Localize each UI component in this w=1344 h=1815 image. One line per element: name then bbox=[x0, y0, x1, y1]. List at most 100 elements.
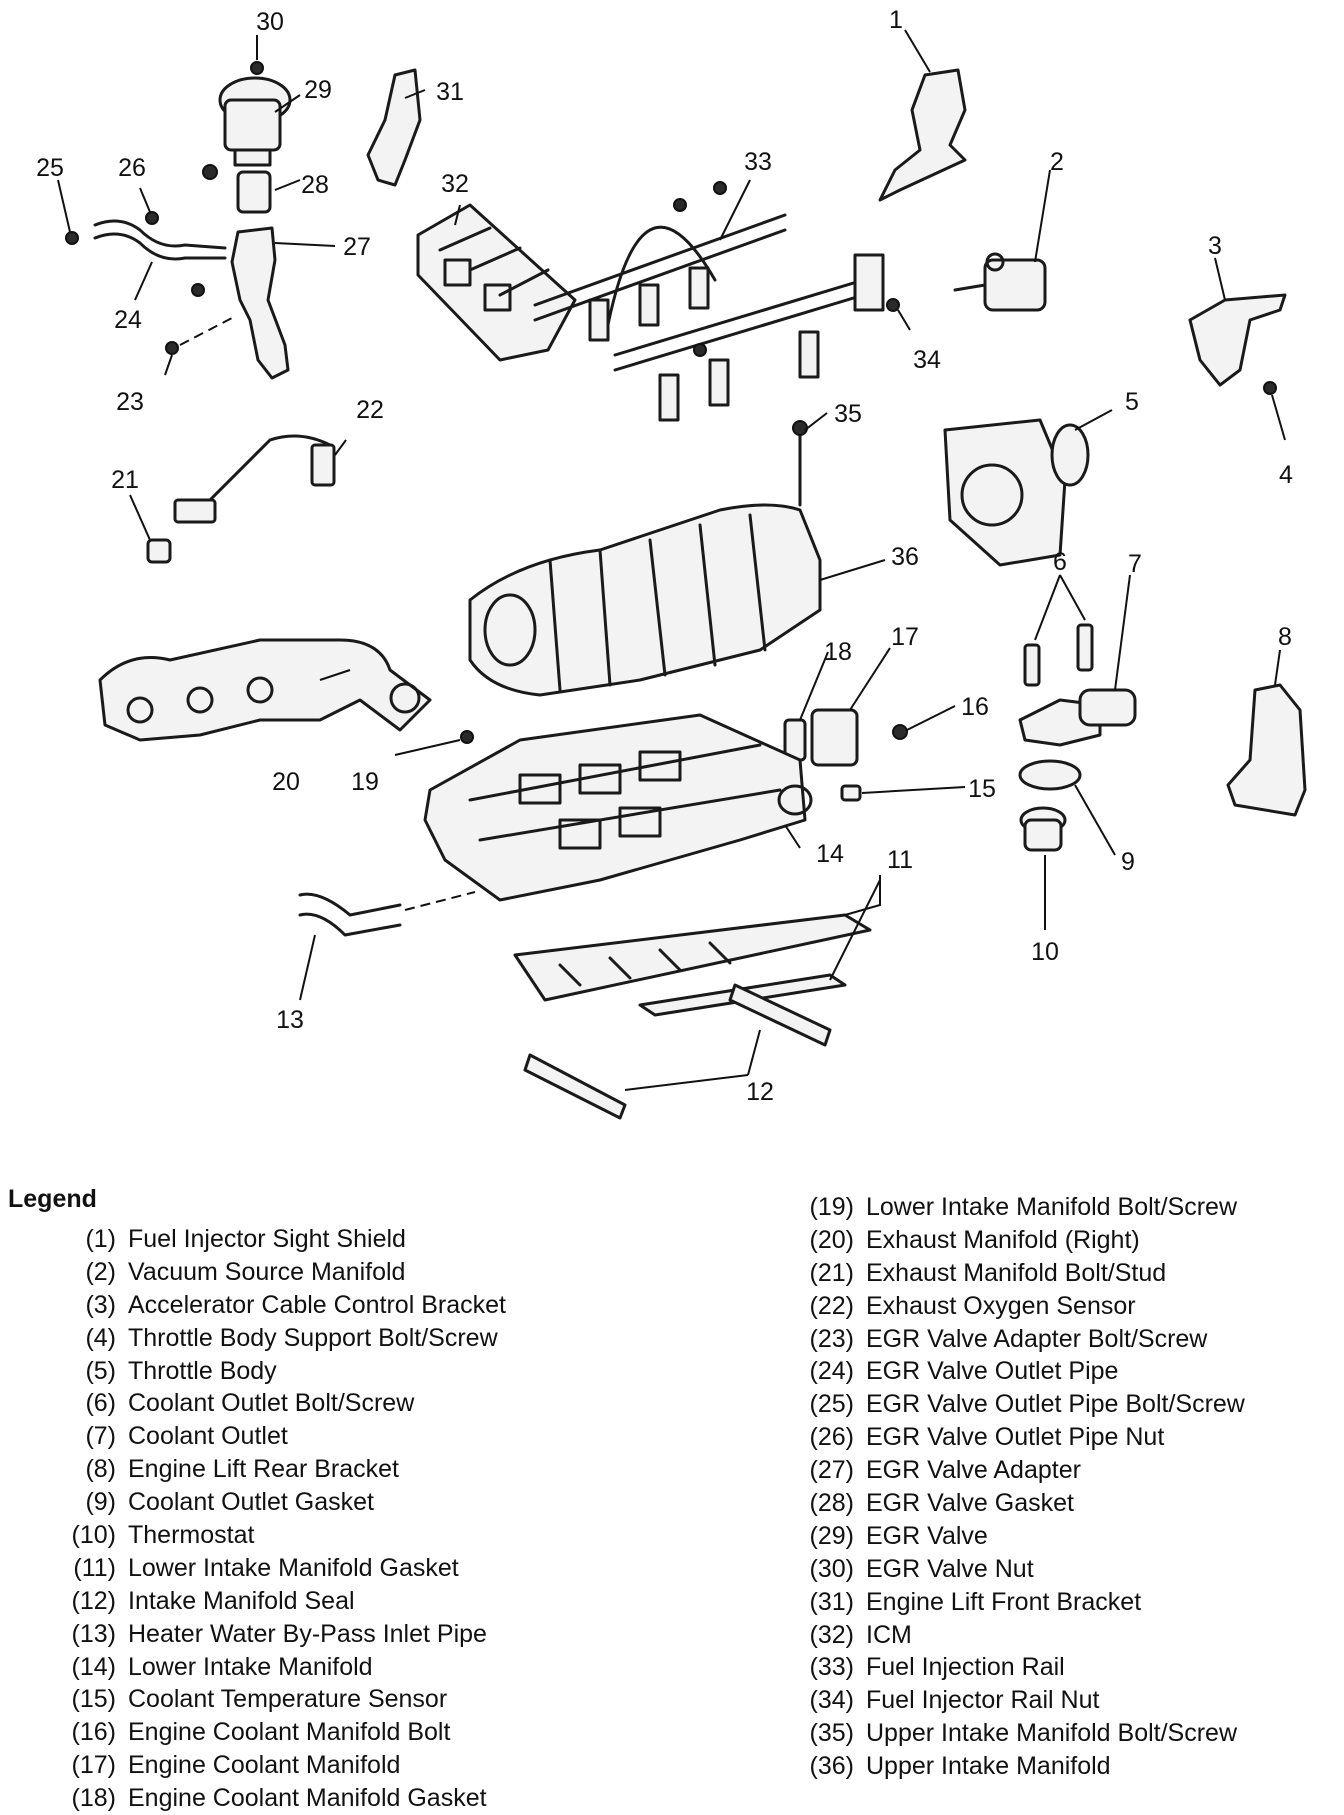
legend-item-number: (11) bbox=[73, 1553, 116, 1582]
legend-item-number: (25) bbox=[809, 1390, 854, 1419]
legend-item-number: (31) bbox=[809, 1587, 854, 1616]
legend-item-label: Lower Intake Manifold bbox=[128, 1652, 373, 1681]
part-egr-adapter-bolt-b bbox=[165, 341, 179, 355]
part-egr-pipe-nut bbox=[145, 211, 159, 225]
legend-item-label: EGR Valve Gasket bbox=[866, 1489, 1074, 1518]
legend-item-label: Upper Intake Manifold Bolt/Screw bbox=[866, 1719, 1238, 1748]
part-intake-manifold-seal-a bbox=[728, 983, 832, 1047]
part-egr-valve bbox=[218, 76, 292, 167]
callout-13: 13 bbox=[276, 1006, 304, 1034]
callout-27: 27 bbox=[343, 233, 371, 261]
legend-item-label: Vacuum Source Manifold bbox=[128, 1257, 406, 1286]
legend-item-number: (28) bbox=[809, 1489, 854, 1518]
legend-item-label: Fuel Injection Rail bbox=[866, 1653, 1065, 1682]
legend-item: (15)Coolant Temperature Sensor bbox=[46, 1683, 506, 1716]
part-fuel-injector-sight-shield bbox=[878, 68, 967, 202]
legend-item-number: (17) bbox=[71, 1751, 116, 1780]
callout-31: 31 bbox=[436, 78, 464, 106]
legend-item-number: (21) bbox=[809, 1258, 854, 1287]
legend-item-number: (20) bbox=[809, 1225, 854, 1254]
legend-item: (5)Throttle Body bbox=[46, 1355, 506, 1388]
legend-item-label: Engine Coolant Manifold Bolt bbox=[128, 1718, 451, 1747]
legend-item: (8)Engine Lift Rear Bracket bbox=[46, 1453, 506, 1486]
legend-item: (19)Lower Intake Manifold Bolt/Screw bbox=[784, 1191, 1245, 1224]
legend-item-number: (35) bbox=[809, 1719, 854, 1748]
part-coolant-outlet-bolt-b bbox=[1076, 623, 1094, 672]
legend-item-number: (23) bbox=[809, 1324, 854, 1353]
part-exhaust-oxygen-sensor bbox=[173, 434, 336, 524]
legend-item: (24)EGR Valve Outlet Pipe bbox=[784, 1355, 1245, 1388]
callout-18: 18 bbox=[824, 638, 852, 666]
part-vacuum-source-manifold bbox=[953, 252, 1047, 312]
legend-item: (17) Engine Coolant Manifold bbox=[46, 1749, 506, 1782]
legend-item-number: (10) bbox=[71, 1521, 116, 1550]
callout-22: 22 bbox=[356, 396, 384, 424]
legend-item-label: Exhaust Manifold Bolt/Stud bbox=[866, 1258, 1167, 1287]
callout-35: 35 bbox=[834, 400, 862, 428]
callout-20: 20 bbox=[272, 768, 300, 796]
legend-item: (4)Throttle Body Support Bolt/Screw bbox=[46, 1322, 506, 1355]
legend-title: Legend bbox=[8, 1185, 97, 1213]
legend-item: (26)EGR Valve Outlet Pipe Nut bbox=[784, 1421, 1245, 1454]
legend-item: (10)Thermostat bbox=[46, 1519, 506, 1552]
part-engine-coolant-manifold-bolt bbox=[892, 724, 908, 740]
legend-item-number: (16) bbox=[71, 1718, 116, 1747]
part-exhaust-manifold-bolt bbox=[146, 538, 172, 564]
legend-item-label: EGR Valve bbox=[866, 1521, 988, 1550]
legend-item: (1)Fuel Injector Sight Shield bbox=[46, 1223, 506, 1256]
callout-28: 28 bbox=[301, 171, 329, 199]
part-egr-valve-nut bbox=[250, 61, 264, 75]
legend-column-left: (1)Fuel Injector Sight Shield(2)Vacuum S… bbox=[46, 1223, 506, 1815]
part-exhaust-manifold bbox=[98, 638, 432, 742]
part-lower-intake-manifold bbox=[423, 713, 813, 902]
part-throttle-body-support-bolt bbox=[1263, 381, 1277, 395]
callout-33: 33 bbox=[744, 148, 772, 176]
legend-item: (30)EGR Valve Nut bbox=[784, 1553, 1245, 1586]
legend-item-label: Coolant Outlet Gasket bbox=[128, 1488, 374, 1517]
legend-column-right: (19)Lower Intake Manifold Bolt/Screw(20)… bbox=[784, 1191, 1245, 1783]
legend-item: (23)EGR Valve Adapter Bolt/Screw bbox=[784, 1323, 1245, 1356]
legend-item: (7) Coolant Outlet bbox=[46, 1420, 506, 1453]
legend-item-label: EGR Valve Adapter bbox=[866, 1456, 1081, 1485]
part-thermostat bbox=[1019, 806, 1067, 852]
legend-item: (32)ICM bbox=[784, 1619, 1245, 1652]
legend-item: (6)Coolant Outlet Bolt/Screw bbox=[46, 1387, 506, 1420]
legend-item-label: Exhaust Manifold (Right) bbox=[866, 1225, 1140, 1254]
callout-1: 1 bbox=[889, 6, 903, 34]
legend-item-number: (7) bbox=[85, 1422, 116, 1451]
part-lower-intake-gasket bbox=[513, 913, 872, 1002]
legend-item-label: Engine Coolant Manifold bbox=[128, 1751, 401, 1780]
legend-item-number: (8) bbox=[85, 1455, 116, 1484]
part-throttle-body bbox=[943, 418, 1090, 567]
part-coolant-outlet-gasket bbox=[1018, 759, 1082, 791]
legend-item: (36)Upper Intake Manifold bbox=[784, 1750, 1245, 1783]
legend-item-number: (13) bbox=[71, 1619, 116, 1648]
legend-item-label: Fuel Injector Rail Nut bbox=[866, 1686, 1100, 1715]
callout-15: 15 bbox=[968, 775, 996, 803]
legend-item: (20) Exhaust Manifold (Right) bbox=[784, 1224, 1245, 1257]
legend-item-label: Lower Intake Manifold Bolt/Screw bbox=[866, 1193, 1238, 1221]
legend-item: (12)Intake Manifold Seal bbox=[46, 1585, 506, 1618]
legend-item: (33)Fuel Injection Rail bbox=[784, 1651, 1245, 1684]
legend-item: (13)Heater Water By-Pass Inlet Pipe bbox=[46, 1618, 506, 1651]
callout-17: 17 bbox=[891, 623, 919, 651]
part-engine-lift-front-bracket bbox=[366, 68, 422, 187]
legend-item-label: EGR Valve Outlet Pipe Bolt/Screw bbox=[866, 1390, 1245, 1419]
legend-item-number: (36) bbox=[809, 1752, 854, 1781]
legend-item-label: Intake Manifold Seal bbox=[128, 1586, 355, 1615]
part-fuel-rail-nut bbox=[886, 298, 900, 312]
legend-item: (21) Exhaust Manifold Bolt/Stud bbox=[784, 1257, 1245, 1290]
part-egr-valve-gasket bbox=[236, 170, 272, 214]
legend-item-label: Coolant Outlet bbox=[128, 1422, 288, 1451]
part-engine-lift-rear-bracket bbox=[1226, 683, 1307, 817]
part-heater-bypass-pipe bbox=[298, 892, 402, 937]
legend-item-label: Engine Coolant Manifold Gasket bbox=[128, 1784, 487, 1813]
legend-item: (29)EGR Valve bbox=[784, 1520, 1245, 1553]
legend-item-label: Coolant Temperature Sensor bbox=[128, 1685, 448, 1714]
callout-14: 14 bbox=[816, 840, 844, 868]
legend-item: (2)Vacuum Source Manifold bbox=[46, 1256, 506, 1289]
callout-23: 23 bbox=[116, 388, 144, 416]
part-intake-manifold-seal-b bbox=[523, 1053, 627, 1120]
legend-item-number: (24) bbox=[809, 1357, 854, 1386]
legend-item-label: Throttle Body bbox=[128, 1356, 277, 1385]
